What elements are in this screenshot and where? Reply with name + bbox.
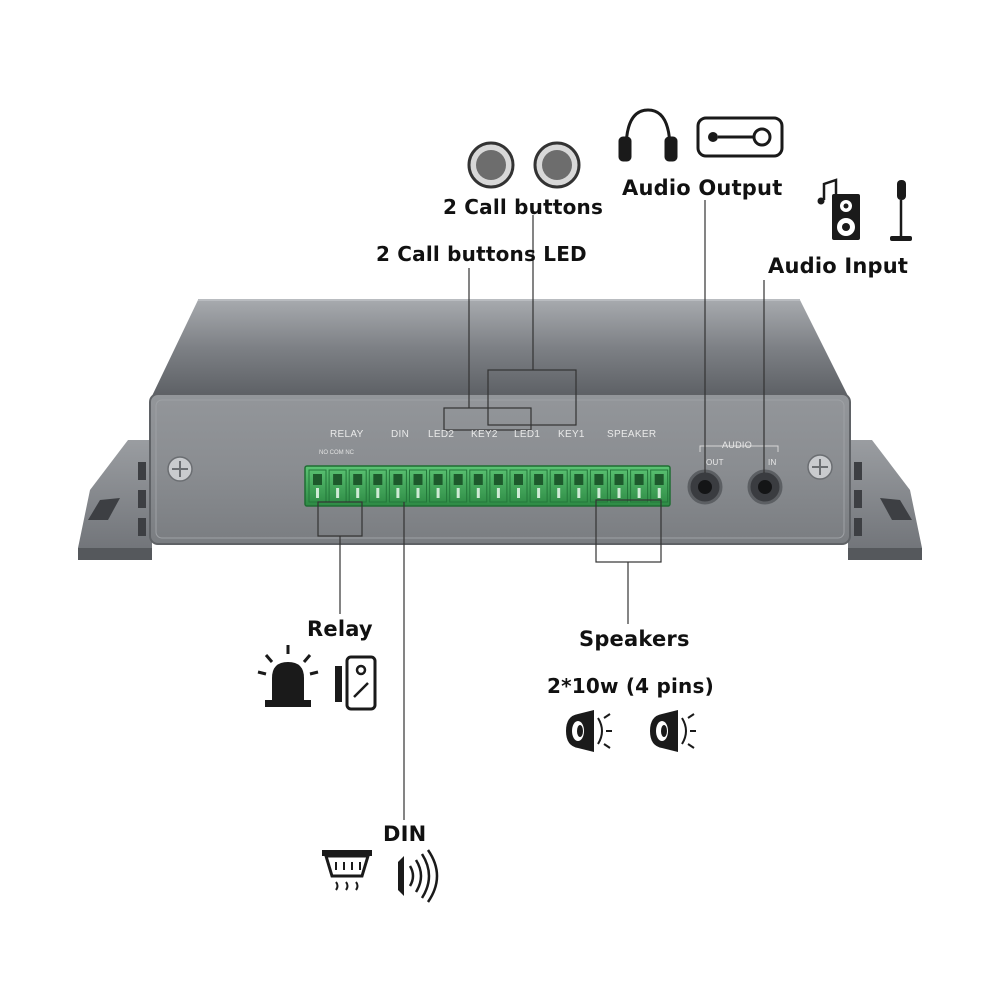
panel-label-out: OUT (706, 458, 724, 467)
terminal-cell (650, 469, 669, 503)
call-button-icon-2 (533, 141, 581, 189)
terminal-wire-hole (614, 474, 624, 485)
loudspeaker-icon-1 (566, 710, 612, 752)
panel-label-led2: LED2 (428, 429, 455, 440)
terminal-screw-mark (396, 488, 400, 498)
panel-label-speaker: SPEAKER (607, 429, 657, 440)
terminal-screw-mark (577, 488, 581, 498)
headphones-icon (618, 108, 678, 162)
din-label: DIN (383, 822, 427, 846)
call-buttons-label: 2 Call buttons (443, 195, 604, 219)
terminal-cell (388, 469, 407, 503)
terminal-screw-mark (557, 488, 561, 498)
terminal-screw-mark (637, 488, 641, 498)
terminal-screw-mark (476, 488, 480, 498)
terminal-wire-hole (313, 474, 322, 485)
terminal-wire-hole (654, 474, 664, 485)
terminal-screw-mark (436, 488, 440, 498)
terminal-wire-hole (333, 474, 343, 485)
terminal-cell (630, 469, 649, 503)
terminal-wire-hole (493, 474, 503, 485)
audio-out-jack (687, 469, 723, 505)
terminal-screw-mark (597, 488, 601, 498)
speakers-spec-label: 2*10w (4 pins) (547, 674, 714, 698)
music-speaker-icon (817, 178, 860, 240)
panel-label-din: DIN (391, 429, 410, 440)
panel-label-led1: LED1 (514, 429, 541, 440)
terminal-screw-mark (376, 488, 380, 498)
terminal-screw-mark (416, 488, 420, 498)
panel-label-key2: KEY2 (471, 429, 498, 440)
terminal-screw-mark (617, 488, 621, 498)
alarm-light-icon (257, 645, 319, 707)
panel-label-key1: KEY1 (558, 429, 585, 440)
terminal-wire-hole (373, 474, 383, 485)
terminal-cell (469, 469, 488, 503)
audio-input-label: Audio Input (768, 254, 909, 278)
terminal-screw-mark (336, 488, 340, 498)
panel-label-relay: RELAY (330, 429, 364, 440)
terminal-wire-hole (393, 474, 403, 485)
terminal-wire-hole (554, 474, 564, 485)
terminal-block (304, 465, 671, 507)
terminal-screw-mark (456, 488, 460, 498)
terminal-wire-hole (534, 474, 544, 485)
terminal-cell (549, 469, 568, 503)
terminal-wire-hole (473, 474, 483, 485)
terminal-wire-hole (514, 474, 523, 485)
terminal-cell (589, 469, 608, 503)
device-top-housing (152, 299, 848, 396)
microphone-icon (890, 180, 912, 241)
terminal-wire-hole (574, 474, 584, 485)
right-mounting-flange (848, 440, 922, 560)
terminal-cell (449, 469, 468, 503)
terminal-wire-hole (433, 474, 443, 485)
terminal-wire-hole (634, 474, 644, 485)
audio-bracket (699, 445, 779, 452)
terminal-wire-hole (594, 474, 604, 485)
audio-jack-icon (696, 116, 784, 158)
left-mounting-flange (78, 440, 152, 560)
terminal-wire-hole (413, 474, 423, 485)
audio-in-jack (747, 469, 783, 505)
loudspeaker-icon-2 (650, 710, 696, 752)
terminal-screw-mark (496, 488, 500, 498)
terminal-screw-mark (356, 488, 360, 498)
terminal-cell (368, 469, 387, 503)
terminal-wire-hole (353, 474, 363, 485)
terminal-cell (409, 469, 427, 503)
panel-label-audio: AUDIO (722, 440, 753, 450)
call-buttons-led-label: 2 Call buttons LED (376, 242, 587, 266)
relay-label: Relay (307, 617, 373, 641)
terminal-cell (429, 469, 448, 503)
left-screw-icon (167, 456, 193, 482)
audio-output-label: Audio Output (622, 176, 783, 200)
door-switch-icon (335, 655, 377, 711)
smoke-detector-icon (322, 850, 372, 891)
terminal-screw-mark (316, 488, 319, 498)
panel-label-in: IN (768, 458, 777, 467)
terminal-cell (529, 469, 548, 503)
terminal-cell (509, 469, 528, 503)
speakers-label: Speakers (579, 627, 690, 651)
terminal-wire-hole (453, 474, 463, 485)
terminal-screw-mark (657, 488, 661, 498)
leader-lines (317, 200, 765, 820)
terminal-cell (610, 469, 628, 503)
terminal-screw-mark (517, 488, 520, 498)
terminal-cell (569, 469, 588, 503)
motion-sensor-icon (398, 849, 439, 903)
terminal-cell (489, 469, 508, 503)
terminal-screw-mark (537, 488, 541, 498)
right-screw-icon (807, 454, 833, 480)
panel-label-relay-pins: NO COM NC (319, 450, 354, 456)
call-button-icon-1 (467, 141, 515, 189)
